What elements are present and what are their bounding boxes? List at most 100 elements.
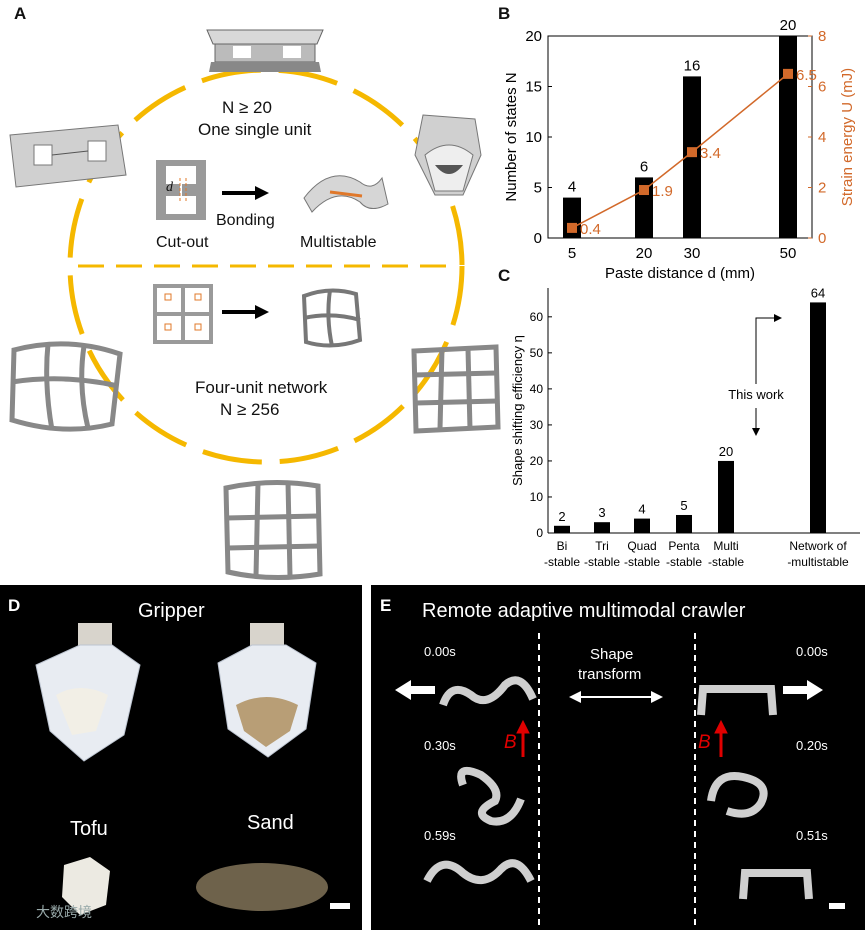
chart-c-bar-label: 2 bbox=[558, 509, 565, 524]
panel-c-letter: C bbox=[498, 266, 511, 285]
left-time-0: 0.00s bbox=[424, 644, 456, 659]
label-tofu: Tofu bbox=[70, 818, 108, 840]
gripper-title: Gripper bbox=[138, 600, 205, 622]
chart-c-bar-label: 20 bbox=[719, 444, 733, 459]
gripper-tofu bbox=[35, 623, 141, 915]
gripper-sand bbox=[196, 623, 328, 911]
cutout-icon bbox=[156, 160, 206, 220]
chart-b-energy-label: 6.5 bbox=[796, 67, 817, 84]
chart-c-category-line2: -stable bbox=[708, 555, 744, 569]
chart-c-category-line1: Bi bbox=[557, 539, 568, 553]
chart-c-category-line1: Tri bbox=[595, 539, 609, 553]
chart-c-bar bbox=[554, 525, 570, 533]
shape-transform-arrow bbox=[569, 691, 663, 703]
single-unit-top bbox=[206, 29, 324, 72]
single-unit-count: N ≥ 20 bbox=[222, 98, 272, 117]
field-symbol-left: B bbox=[504, 732, 517, 753]
chart-c-ytick-label: 0 bbox=[536, 526, 543, 540]
chart-b-energy-point bbox=[567, 222, 577, 233]
left-time-2: 0.59s bbox=[424, 828, 456, 843]
chart-b-xtick-label: 50 bbox=[780, 245, 797, 262]
right-motion-arrow bbox=[783, 680, 823, 700]
chart-b-y2tick-label: 6 bbox=[818, 79, 826, 96]
chart-c-ytick-label: 10 bbox=[530, 490, 544, 504]
chart-b-y2tick-label: 4 bbox=[818, 129, 826, 146]
chart-c-ytick-label: 50 bbox=[530, 346, 544, 360]
crawler-left-frames bbox=[423, 676, 537, 884]
single-unit-right bbox=[414, 114, 482, 196]
chart-c-category-line2: -stable bbox=[584, 555, 620, 569]
dashed-ring bbox=[67, 67, 465, 465]
chart-b-energy-label: 0.4 bbox=[580, 221, 601, 238]
chart-b-xtick-label: 30 bbox=[684, 245, 701, 262]
gripper-photos bbox=[35, 623, 350, 915]
chart-c-annotation-arrow-up bbox=[755, 317, 776, 384]
chart-c-bar bbox=[718, 460, 734, 533]
chart-b-ytick-label: 0 bbox=[534, 230, 542, 247]
chart-b-energy-label: 1.9 bbox=[652, 183, 673, 200]
panel-d-letter: D bbox=[8, 596, 21, 615]
cutout-label: Cut-out bbox=[156, 234, 209, 251]
chart-b-bar-label: 20 bbox=[780, 17, 797, 34]
chart-c-annotation-arrowhead-down bbox=[752, 428, 760, 436]
panel-b-letter: B bbox=[498, 4, 511, 23]
network-caption: Four-unit network bbox=[195, 378, 328, 397]
chart-c-category-line1: Penta bbox=[668, 539, 700, 553]
chart-c-bar-label: 5 bbox=[680, 498, 687, 513]
chart-c-category-line2: -stable bbox=[666, 555, 702, 569]
watermark: 大数跨境 bbox=[36, 904, 92, 920]
shape-transform-line2: transform bbox=[578, 666, 642, 683]
multistable-label: Multistable bbox=[300, 234, 377, 251]
chart-c-ytick-label: 60 bbox=[530, 310, 544, 324]
chart-c-ytick-label: 40 bbox=[530, 382, 544, 396]
chart-b-y2tick-label: 2 bbox=[818, 180, 826, 197]
panel-a-diagram bbox=[9, 29, 501, 581]
network-deformed bbox=[301, 288, 363, 348]
crawler-figure bbox=[395, 633, 845, 925]
chart-c-annotation-arrowhead-up bbox=[774, 314, 782, 322]
chart-b-xlabel: Paste distance d (mm) bbox=[605, 265, 755, 282]
chart-c-category-line1: Multi bbox=[713, 539, 738, 553]
network-cutout-icon bbox=[153, 284, 213, 344]
chart-b-ytick-label: 20 bbox=[525, 28, 542, 45]
chart-b-energy-line bbox=[571, 73, 789, 229]
crawler-right-frames bbox=[697, 685, 813, 900]
chart-b-y2label: Strain energy U (mJ) bbox=[839, 68, 856, 206]
crawler-title: Remote adaptive multimodal crawler bbox=[422, 600, 746, 622]
chart-b-y2tick-label: 8 bbox=[818, 28, 826, 45]
chart-c-bar bbox=[810, 302, 826, 533]
label-sand: Sand bbox=[247, 812, 294, 834]
chart-c: 01020304050602Bi-stable3Tri-stable4Quad-… bbox=[510, 285, 860, 569]
chart-b-xtick-label: 5 bbox=[568, 245, 576, 262]
field-arrows bbox=[516, 719, 728, 757]
multistable-unit bbox=[303, 175, 389, 213]
chart-c-bar bbox=[594, 522, 610, 533]
chart-c-category-line2: -stable bbox=[624, 555, 660, 569]
chart-c-bar-label: 3 bbox=[598, 505, 605, 520]
single-unit-caption: One single unit bbox=[198, 120, 312, 139]
chart-b-energy-label: 3.4 bbox=[700, 145, 721, 162]
chart-c-bar-label: 64 bbox=[811, 285, 825, 300]
chart-b-bar-label: 4 bbox=[568, 179, 576, 196]
chart-b-ytick-label: 15 bbox=[525, 79, 542, 96]
chart-c-bar-label: 4 bbox=[638, 502, 645, 517]
chart-b-energy-point bbox=[783, 68, 793, 79]
chart-c-ylabel: Shape shifting efficiency η bbox=[510, 335, 525, 486]
right-time-1: 0.20s bbox=[796, 738, 828, 753]
chart-b-bar bbox=[683, 76, 701, 239]
chart-c-ytick-label: 20 bbox=[530, 454, 544, 468]
shape-transform-line1: Shape bbox=[590, 646, 634, 663]
right-time-0: 0.00s bbox=[796, 644, 828, 659]
chart-c-category-line2: -multistable bbox=[787, 555, 849, 569]
chart-b-bar-label: 6 bbox=[640, 158, 648, 175]
chart-c-category-line2: -stable bbox=[544, 555, 580, 569]
chart-b-ytick-label: 10 bbox=[525, 129, 542, 146]
field-symbol-right: B bbox=[698, 732, 711, 753]
chart-b-energy-point bbox=[687, 147, 697, 158]
chart-c-annotation: This work bbox=[728, 387, 784, 402]
network-left bbox=[9, 341, 123, 432]
panel-e-letter: E bbox=[380, 596, 392, 615]
chart-b-energy-point bbox=[639, 185, 649, 196]
left-motion-arrow bbox=[395, 680, 435, 700]
